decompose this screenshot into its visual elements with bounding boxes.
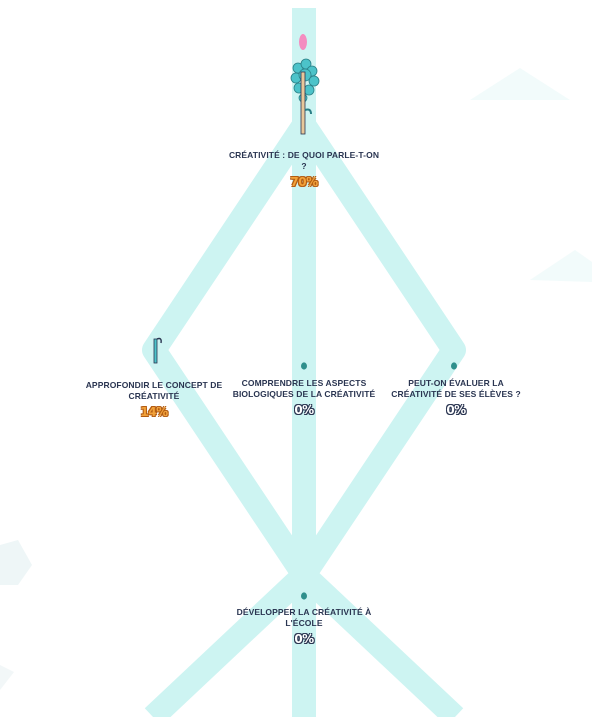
path-right-branch bbox=[144, 118, 466, 717]
seed-icon[interactable] bbox=[449, 358, 459, 370]
module-node-biologie[interactable]: COMPRENDRE LES ASPECTS BIOLOGIQUES DE LA… bbox=[232, 378, 376, 417]
path-left-branch bbox=[142, 118, 464, 717]
decorative-hill-right-lower bbox=[530, 250, 592, 282]
module-node-evaluer[interactable]: PEUT-ON ÉVALUER LA CRÉATIVITÉ DE SES ÉLÈ… bbox=[384, 378, 528, 417]
module-title: PEUT-ON ÉVALUER LA CRÉATIVITÉ DE SES ÉLÈ… bbox=[391, 378, 521, 399]
sprout-icon[interactable] bbox=[148, 333, 164, 365]
module-title: APPROFONDIR LE CONCEPT DE CRÉATIVITÉ bbox=[85, 380, 223, 401]
module-title: CRÉATIVITÉ : DE QUOI PARLE-T-ON ? bbox=[228, 150, 380, 171]
module-node-creativite[interactable]: CRÉATIVITÉ : DE QUOI PARLE-T-ON ? 70% bbox=[228, 150, 380, 189]
module-title: COMPRENDRE LES ASPECTS BIOLOGIQUES DE LA… bbox=[232, 378, 376, 399]
module-node-developper[interactable]: DÉVELOPPER LA CRÉATIVITÉ À L'ÉCOLE 0% bbox=[228, 607, 380, 646]
tree-icon[interactable] bbox=[289, 30, 321, 136]
module-progress-percent: 14% bbox=[140, 405, 168, 419]
seed-icon[interactable] bbox=[299, 588, 309, 600]
module-title: DÉVELOPPER LA CRÉATIVITÉ À L'ÉCOLE bbox=[236, 607, 372, 628]
seed-icon[interactable] bbox=[299, 358, 309, 370]
module-progress-percent: 0% bbox=[446, 403, 466, 417]
decorative-hill-right bbox=[470, 68, 570, 100]
module-progress-percent: 0% bbox=[294, 632, 314, 646]
module-progress-percent: 0% bbox=[294, 403, 314, 417]
module-progress-percent: 70% bbox=[290, 175, 318, 189]
decorative-hill-left-small bbox=[0, 665, 14, 690]
module-node-approfondir[interactable]: APPROFONDIR LE CONCEPT DE CRÉATIVITÉ 14% bbox=[84, 380, 224, 419]
decorative-hill-left bbox=[0, 540, 32, 585]
petal-icon bbox=[299, 34, 307, 50]
